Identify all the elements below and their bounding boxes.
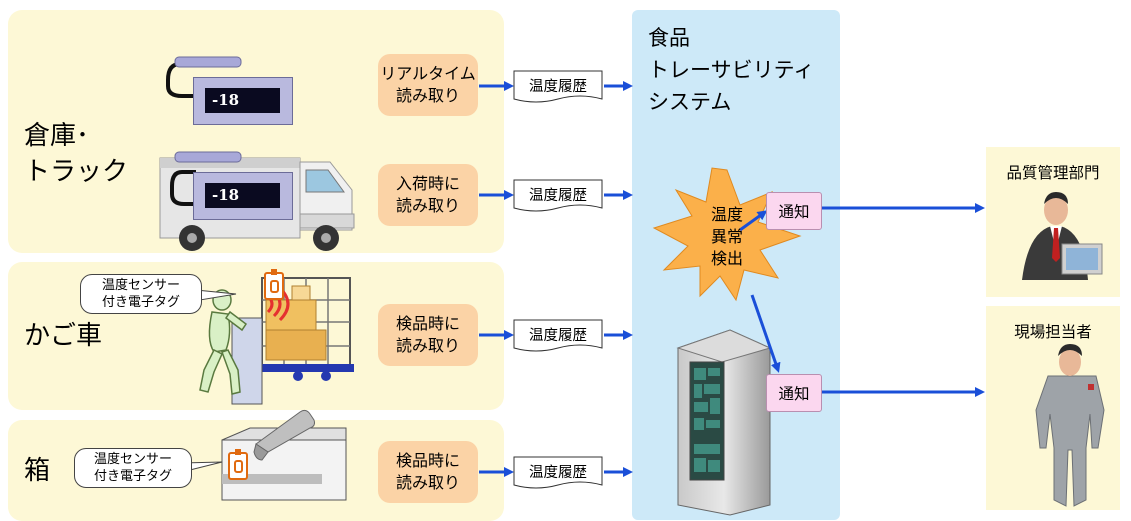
- doc-label: 温度履歴: [529, 328, 587, 344]
- read-box-arrival: 入荷時に 読み取り: [378, 164, 478, 226]
- read-box-inspect-box: 検品時に 読み取り: [378, 441, 478, 503]
- doc-label: 温度履歴: [529, 465, 587, 481]
- notify-box-quality: 通知: [766, 192, 822, 230]
- doc-to-system-arrows: [604, 81, 633, 477]
- sensor-display-truck: -18: [193, 172, 293, 220]
- tag-callout-box: 温度センサー 付き電子タグ: [74, 448, 192, 488]
- rfid-tag-icon: [264, 269, 284, 300]
- section-label-cart: かご車: [24, 321, 103, 351]
- section-label-box: 箱: [24, 456, 51, 486]
- cart-illustration: [199, 277, 354, 405]
- server-illustration: [676, 329, 772, 516]
- read-box-realtime: リアルタイム 読み取り: [378, 54, 478, 116]
- businessman-illustration: [1022, 192, 1103, 280]
- doc-label: 温度履歴: [529, 79, 587, 95]
- system-title: 食品 トレーサビリティ システム: [648, 26, 815, 114]
- temperature-reading: -18: [205, 183, 280, 208]
- sensor-device-illustration: [166, 62, 196, 98]
- sensor-cable-cap: [174, 56, 242, 68]
- sensor-display-warehouse: -18: [193, 77, 293, 125]
- temperature-reading: -18: [205, 88, 280, 113]
- document-shapes: [513, 70, 603, 489]
- read-to-doc-arrows: [479, 81, 514, 477]
- rfid-tag-icon: [228, 449, 248, 480]
- temp-history-doc-4: 温度履歴: [514, 457, 602, 487]
- temp-history-doc-1: 温度履歴: [514, 71, 602, 101]
- box-illustration: [221, 409, 347, 501]
- temp-history-doc-2: 温度履歴: [514, 180, 602, 210]
- tag-callout-cart: 温度センサー 付き電子タグ: [80, 274, 202, 314]
- notify-box-field: 通知: [766, 374, 822, 412]
- alert-label: 温度 異常 検出: [710, 205, 743, 268]
- read-box-inspect-cart: 検品時に 読み取り: [378, 304, 478, 366]
- notify-arrows: [739, 203, 985, 397]
- section-label-warehouse: 倉庫･ トラック: [24, 121, 129, 187]
- field-staff-label: 現場担当者: [1014, 323, 1092, 341]
- doc-label: 温度履歴: [529, 188, 587, 204]
- field-worker-illustration: [1035, 344, 1105, 507]
- quality-dept-label: 品質管理部門: [1006, 164, 1100, 182]
- temp-history-doc-3: 温度履歴: [514, 320, 602, 350]
- alert-starburst: [652, 167, 802, 302]
